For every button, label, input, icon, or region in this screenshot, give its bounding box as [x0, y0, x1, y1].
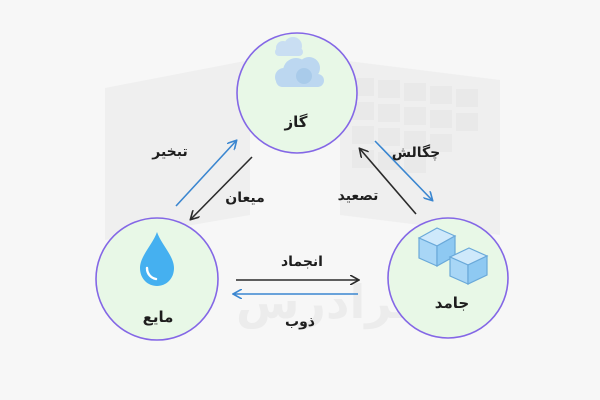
node-gas: گاز — [236, 32, 358, 154]
label-liquid: مایع — [143, 308, 174, 326]
label-condensation-to-solid: چگالش — [392, 144, 441, 161]
node-solid: جامد — [387, 217, 509, 339]
label-freezing: انجماد — [281, 254, 323, 270]
ice-cubes-icon — [417, 227, 489, 285]
label-melting: ذوب — [285, 314, 315, 330]
watermark-grid — [352, 78, 478, 173]
label-solid: جامد — [435, 294, 469, 312]
label-gas: گاز — [284, 113, 308, 131]
arrow-evaporation — [175, 141, 236, 207]
node-liquid: مایع — [95, 217, 219, 341]
label-condensation-to-liquid: میعان — [225, 190, 265, 206]
cloud-icon — [275, 37, 324, 87]
arrow-condensation-to-solid — [374, 140, 432, 200]
water-drop-highlight — [145, 266, 158, 281]
arrow-condensation-to-liquid — [191, 156, 253, 219]
arrow-sublimation — [360, 149, 417, 215]
label-evaporation: تبخیر — [151, 144, 188, 160]
label-sublimation: تصعید — [338, 188, 379, 204]
watermark-logo — [105, 60, 500, 240]
